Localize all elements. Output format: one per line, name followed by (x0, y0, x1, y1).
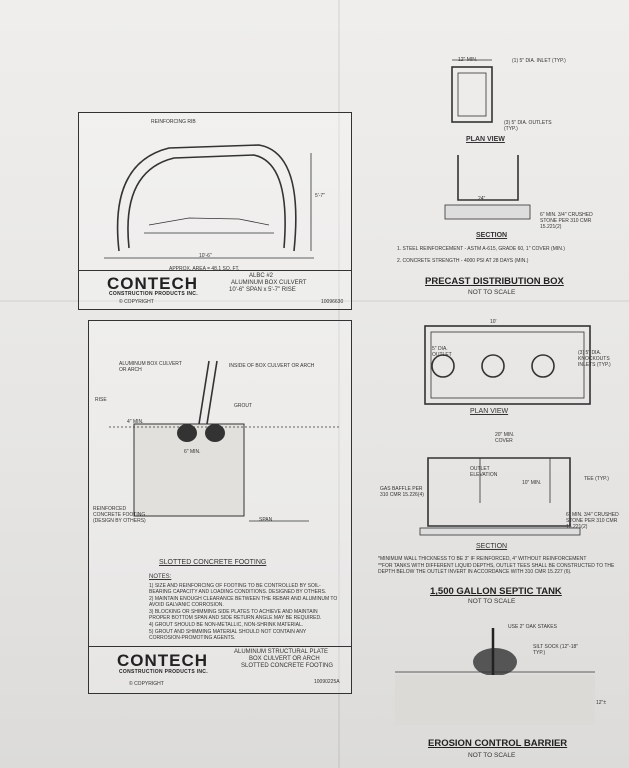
span-label: SPAN (259, 517, 273, 523)
contech-logo: CONTECH (117, 651, 209, 670)
box-culvert-title-block: CONTECH CONSTRUCTION PRODUCTS INC. © COP… (79, 270, 351, 309)
box-culvert-label: ALUMINUM BOX CULVERT OR ARCH (119, 361, 182, 373)
erosion-sock-label: SILT SOCK (12"-18" TYP.) (533, 644, 579, 656)
septic-10ft: 10' (490, 319, 497, 325)
septic-knockout-label: (3) 5" DIA. KNOCKOUTS INLETS (TYP.) (578, 350, 611, 368)
dbox-note-2: 2. CONCRETE STRENGTH - 4000 PSI AT 28 DA… (397, 258, 529, 264)
rise-dimension: 5'-7" (315, 193, 325, 199)
dbox-stone-label: 6" MIN. 3/4" CRUSHED STONE PER 310 CMR 1… (540, 212, 593, 230)
copyright-label: © COPYRIGHT (129, 681, 164, 687)
septic-scale: NOT TO SCALE (468, 598, 516, 605)
footing-panel: ALUMINUM BOX CULVERT OR ARCH INSIDE OF B… (88, 320, 352, 694)
box-culvert-panel: REINFORCING RIB 10'-6" 5'-7" APPROX. ARE… (78, 112, 352, 310)
title-line-2: BOX CULVERT OR ARCH (249, 656, 320, 662)
six-min-label: 6" MIN. (184, 449, 201, 455)
erosion-scale: NOT TO SCALE (468, 752, 516, 759)
septic-note-2: **FOR TANKS WITH DIFFERENT LIQUID DEPTHS… (378, 563, 615, 575)
dbox-scale: NOT TO SCALE (468, 289, 516, 296)
dbox-note-1: 1. STEEL REINFORCEMENT - ASTM A-615, GRA… (397, 246, 565, 252)
fold-crease-vertical (338, 0, 340, 768)
note-1: 1) SIZE AND REINFORCING OF FOOTING TO BE… (149, 583, 327, 595)
reinforced-label: REINFORCED CONCRETE FOOTING (DESIGN BY O… (93, 506, 146, 524)
septic-10-min: 10" MIN. (522, 480, 542, 486)
dbox-title: PRECAST DISTRIBUTION BOX (425, 276, 564, 287)
septic-outlet-elev: OUTLET ELEVATION (470, 466, 498, 478)
erosion-dim-label: 12"± (596, 700, 607, 706)
septic-title: 1,500 GALLON SEPTIC TANK (430, 586, 562, 597)
septic-plan-drawing (424, 325, 591, 405)
title-line-1: ALBC #2 (249, 273, 274, 279)
dbox-24-dim: 24" (478, 196, 486, 202)
erosion-stakes-label: USE 2" OAK STAKES (508, 624, 557, 630)
inside-label: INSIDE OF BOX CULVERT OR ARCH (229, 363, 315, 369)
dbox-section-drawing (444, 155, 531, 220)
footing-drawing (109, 360, 339, 522)
dbox-plan-view-caption: PLAN VIEW (466, 136, 505, 143)
septic-stone-label: 6" MIN. 3/4" CRUSHED STONE PER 310 CMR 1… (566, 512, 619, 530)
title-line-1: ALUMINUM STRUCTURAL PLATE (234, 649, 329, 655)
notes-title: NOTES: (149, 574, 172, 580)
dbox-section-caption: SECTION (476, 232, 508, 239)
contech-logo-subtitle: CONSTRUCTION PRODUCTS INC. (119, 669, 208, 675)
note-5: 5) GROUT AND SHIMMING MATERIAL SHOULD NO… (149, 629, 307, 641)
title-line-2: ALUMINUM BOX CULVERT (231, 280, 307, 286)
erosion-title: EROSION CONTROL BARRIER (428, 738, 568, 749)
fold-crease-horizontal (0, 300, 629, 302)
note-2: 2) MAINTAIN ENOUGH CLEARANCE BETWEEN THE… (149, 596, 338, 608)
contech-logo-subtitle: CONSTRUCTION PRODUCTS INC. (109, 291, 198, 297)
reinforcing-rib-label: REINFORCING RIB (151, 119, 196, 125)
septic-tee-label: TEE (TYP.) (584, 476, 609, 482)
dbox-inlet-label: (1) 5" DIA. INLET (TYP.) (512, 58, 566, 64)
area-label: APPROX. AREA = 48.1 SQ. FT. (169, 266, 240, 272)
septic-section-drawing (419, 457, 581, 536)
contech-logo: CONTECH (107, 274, 199, 293)
span-dimension: 10'-6" (199, 253, 212, 259)
title-line-3: 10'-6" SPAN x 5'-7" RISE (229, 287, 296, 293)
septic-note-1: *MINIMUM WALL THICKNESS TO BE 3" IF REIN… (378, 556, 587, 562)
footing-caption: SLOTTED CONCRETE FOOTING (159, 559, 267, 566)
note-4: 4) GROUT SHOULD BE NON-METALLIC, NON-SHR… (149, 622, 304, 628)
note-3: 3) BLOCKING OR SHIMMING SIDE PLATES TO A… (149, 609, 322, 621)
copyright-label: © COPYRIGHT (119, 299, 154, 305)
septic-section-caption: SECTION (476, 543, 508, 550)
footing-title-block: CONTECH CONSTRUCTION PRODUCTS INC. © COP… (89, 646, 351, 693)
drawing-number: 10090225A (314, 679, 340, 685)
grout-label: GROUT (234, 403, 253, 409)
box-culvert-drawing (104, 144, 314, 259)
dbox-outlets-label: (3) 5" DIA. OUTLETS (TYP.) (504, 120, 552, 132)
rise-label: RISE (95, 397, 107, 403)
septic-baffle-label: GAS BAFFLE PER 310 CMR 15.226(4) (380, 486, 424, 498)
septic-cover-label: 20" MIN. COVER (495, 432, 515, 444)
four-min-label: 4" MIN. (127, 419, 144, 425)
septic-outlet-label: 5" DIA. OUTLET (432, 346, 452, 358)
erosion-drawing (395, 628, 595, 725)
dbox-12-min: 12" MIN. (458, 57, 478, 63)
septic-plan-view-caption: PLAN VIEW (470, 408, 509, 415)
dbox-plan-drawing (451, 59, 493, 123)
title-line-3: SLOTTED CONCRETE FOOTING (241, 663, 334, 669)
drawing-number: 10096630 (321, 299, 344, 305)
